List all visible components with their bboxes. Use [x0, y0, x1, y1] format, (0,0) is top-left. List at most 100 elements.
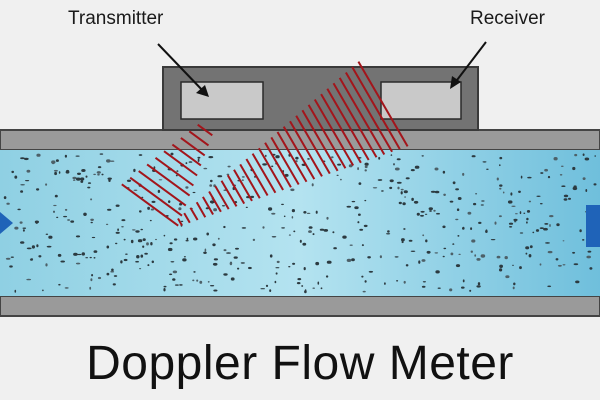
particle: [262, 163, 267, 166]
particle: [499, 156, 503, 160]
particle: [499, 268, 503, 272]
particle: [348, 164, 353, 168]
transmitter-element: [180, 81, 264, 120]
particle: [420, 210, 425, 213]
particle: [563, 194, 569, 198]
particle: [354, 206, 359, 210]
particle: [241, 176, 245, 178]
particle: [368, 270, 374, 273]
particle: [364, 162, 369, 166]
particle: [64, 208, 68, 211]
particle: [544, 223, 549, 225]
particle: [528, 254, 532, 258]
particle: [5, 257, 11, 260]
particle: [367, 256, 371, 259]
particle: [389, 179, 394, 183]
particle: [93, 250, 98, 253]
particle: [241, 179, 244, 181]
particle: [555, 258, 559, 261]
particle: [45, 263, 48, 267]
reflected-wavefront: [295, 115, 331, 175]
particle: [97, 276, 102, 280]
particle: [241, 227, 247, 229]
particle: [457, 197, 462, 200]
particle: [30, 258, 33, 260]
particle: [435, 270, 440, 274]
particle: [99, 153, 104, 155]
particle: [288, 234, 291, 236]
particle: [481, 200, 485, 202]
reflected-wavefront: [264, 142, 292, 188]
particle: [455, 188, 459, 191]
particle: [436, 212, 440, 215]
particle: [549, 224, 551, 227]
particle: [434, 252, 439, 254]
particle: [527, 176, 532, 179]
particle: [379, 255, 382, 259]
particle: [462, 172, 465, 176]
particle: [58, 171, 61, 174]
particle: [90, 221, 93, 224]
particle: [403, 228, 406, 230]
particle: [54, 171, 57, 176]
particle: [408, 239, 413, 242]
particle: [433, 209, 436, 212]
reflected-wavefront: [320, 93, 362, 164]
particle: [544, 168, 548, 172]
particle: [123, 238, 126, 241]
particle: [26, 169, 31, 173]
particle: [179, 284, 183, 286]
particle: [167, 247, 173, 252]
particle: [442, 170, 446, 174]
particle: [303, 211, 307, 214]
particle: [393, 163, 395, 166]
particle: [402, 202, 406, 206]
particle: [213, 258, 218, 261]
particle: [312, 233, 315, 236]
reflected-wavefront: [338, 77, 386, 156]
particle: [586, 255, 591, 259]
particle: [455, 264, 461, 268]
particle: [358, 213, 361, 216]
particle: [281, 227, 285, 229]
particle: [193, 271, 196, 273]
particle: [91, 236, 96, 239]
reflected-wavefront: [220, 180, 238, 207]
particle: [107, 177, 112, 180]
particle: [36, 244, 39, 248]
particle: [443, 193, 446, 196]
particle: [269, 289, 272, 292]
particle: [320, 287, 323, 290]
particle: [505, 275, 510, 279]
particle: [401, 238, 405, 242]
particle: [121, 226, 124, 228]
particle: [229, 262, 233, 266]
particle: [90, 278, 93, 282]
particle: [526, 221, 528, 224]
particle: [70, 220, 75, 223]
particle: [192, 191, 196, 194]
particle: [268, 207, 273, 211]
particle: [394, 256, 399, 258]
reflected-wavefront: [357, 61, 409, 147]
particle: [17, 208, 21, 211]
particle: [53, 210, 55, 213]
particle: [473, 202, 477, 206]
particle: [594, 155, 596, 157]
particle: [245, 206, 248, 208]
particle: [147, 264, 150, 267]
particle: [572, 166, 576, 171]
particle: [20, 241, 25, 244]
reflected-wavefront: [289, 120, 323, 177]
particle: [206, 232, 209, 236]
particle: [51, 160, 56, 164]
particle: [204, 248, 207, 252]
particle: [486, 168, 489, 170]
particle: [478, 221, 482, 224]
transmitted-wavefront: [180, 137, 206, 157]
particle: [547, 250, 553, 254]
particle: [455, 218, 459, 221]
particle: [230, 277, 235, 281]
particle: [425, 239, 428, 243]
particle: [283, 215, 286, 218]
